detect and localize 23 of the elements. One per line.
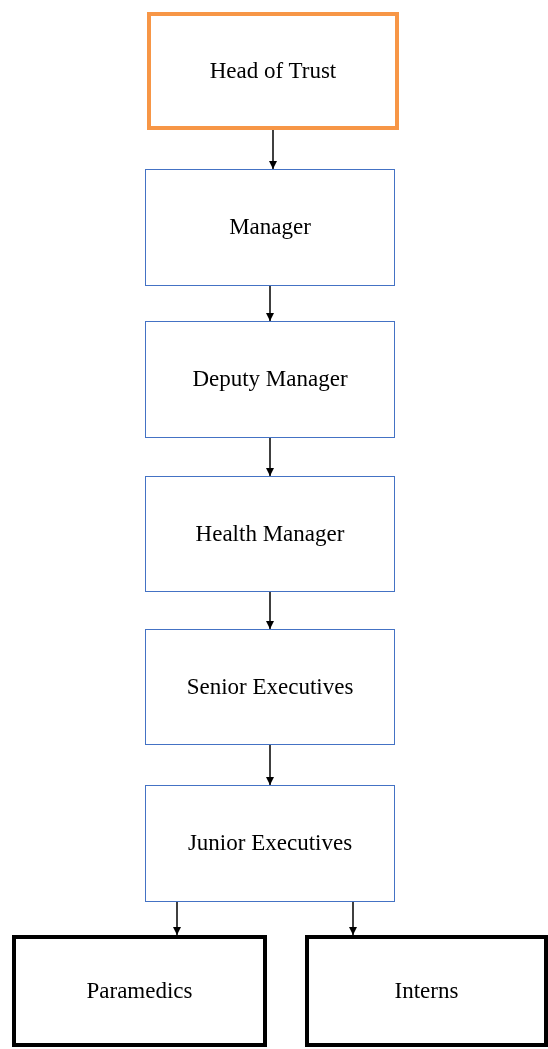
role-box xyxy=(12,935,267,1047)
arrow xyxy=(173,901,181,936)
role-label: Deputy Manager xyxy=(192,365,348,394)
arrow xyxy=(266,744,274,786)
role-box xyxy=(145,629,395,745)
role-label: Manager xyxy=(229,213,311,242)
role-label: Head of Trust xyxy=(209,57,337,86)
role-label: Health Manager xyxy=(195,519,345,548)
role-box xyxy=(147,12,399,130)
arrow xyxy=(266,285,274,322)
role-label: Senior Executives xyxy=(186,672,354,701)
role-label: Paramedics xyxy=(86,977,193,1006)
role-label: Interns xyxy=(394,977,459,1006)
role-box xyxy=(305,935,548,1047)
arrow xyxy=(266,591,274,630)
role-box xyxy=(145,169,395,286)
role-box xyxy=(145,476,395,592)
arrow xyxy=(266,437,274,477)
arrow xyxy=(349,901,357,936)
role-box xyxy=(145,785,395,902)
role-label: Junior Executives xyxy=(187,829,353,858)
arrow xyxy=(269,129,277,170)
role-box xyxy=(145,321,395,438)
